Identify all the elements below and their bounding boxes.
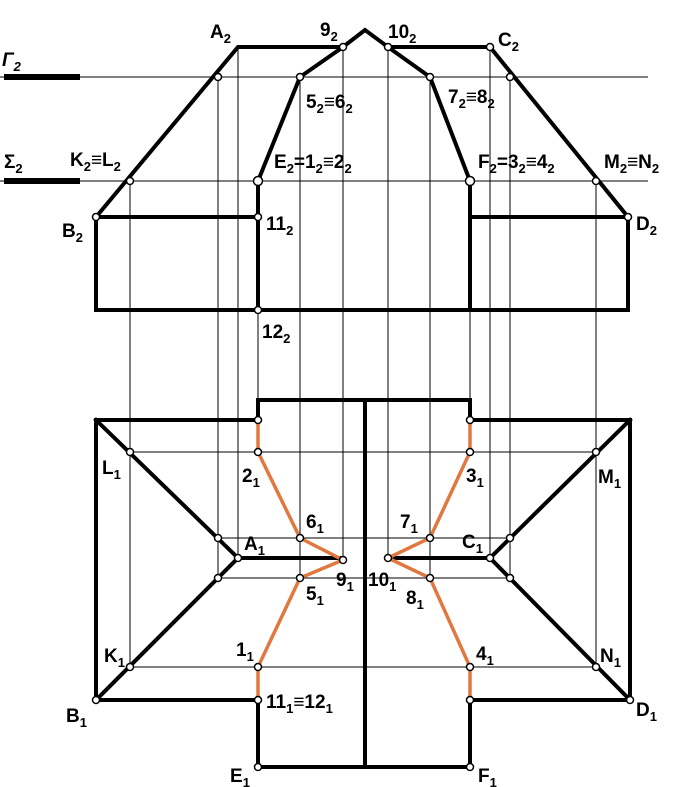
label-C1: C1 bbox=[462, 532, 483, 556]
label-5-1: 51 bbox=[306, 584, 324, 608]
label-3-1: 31 bbox=[466, 466, 484, 490]
front-hole-right bbox=[385, 44, 472, 312]
front-roof-outline bbox=[93, 27, 631, 220]
label-10-1: 101 bbox=[368, 570, 396, 594]
gamma-plane-marker bbox=[4, 74, 80, 80]
label-F-3-4-2: F2=32≡42 bbox=[478, 152, 555, 176]
label-A2: A2 bbox=[210, 22, 231, 46]
projection-lines bbox=[129, 47, 597, 667]
label-4-1: 41 bbox=[476, 644, 494, 668]
label-8-1: 81 bbox=[406, 588, 424, 612]
label-12-2: 122 bbox=[262, 322, 290, 346]
label-K-L-2: K2≡L2 bbox=[70, 150, 121, 174]
label-7-1: 71 bbox=[400, 512, 418, 536]
label-K1: K1 bbox=[104, 646, 125, 670]
label-9-2: 92 bbox=[320, 20, 338, 44]
label-M-N-2: M2≡N2 bbox=[604, 152, 659, 176]
top-points bbox=[91, 415, 635, 772]
label-E-1-2-2: E2=12≡22 bbox=[274, 152, 352, 176]
front-hole-left bbox=[256, 44, 346, 312]
top-view bbox=[91, 398, 635, 772]
label-2-1: 21 bbox=[242, 466, 260, 490]
label-11-12-1: 111≡121 bbox=[266, 692, 333, 716]
label-5-6-2: 52≡62 bbox=[306, 92, 353, 116]
label-B2: B2 bbox=[62, 221, 83, 245]
label-1-1: 11 bbox=[236, 640, 254, 664]
front-body-outline bbox=[94, 215, 630, 312]
label-11-2: 112 bbox=[266, 214, 293, 238]
sigma-plane-label: Σ2 bbox=[4, 152, 23, 176]
label-10-2: 102 bbox=[388, 22, 416, 46]
front-points bbox=[91, 42, 633, 315]
label-B1: B1 bbox=[66, 706, 87, 730]
front-view bbox=[0, 27, 648, 315]
label-M1: M1 bbox=[598, 467, 621, 491]
label-E1: E1 bbox=[230, 766, 250, 787]
label-7-8-2: 72≡82 bbox=[448, 87, 495, 111]
label-A1: A1 bbox=[244, 534, 265, 558]
sigma-plane-marker bbox=[4, 178, 80, 184]
label-D1: D1 bbox=[636, 700, 657, 724]
label-C2: C2 bbox=[498, 30, 519, 54]
gamma-plane-label: Γ2 bbox=[2, 50, 22, 74]
label-N1: N1 bbox=[600, 646, 621, 670]
label-F1: F1 bbox=[478, 766, 497, 787]
label-D2: D2 bbox=[636, 214, 657, 238]
label-6-1: 61 bbox=[306, 512, 324, 536]
label-L1: L1 bbox=[102, 458, 121, 482]
label-9-1: 91 bbox=[336, 570, 354, 594]
